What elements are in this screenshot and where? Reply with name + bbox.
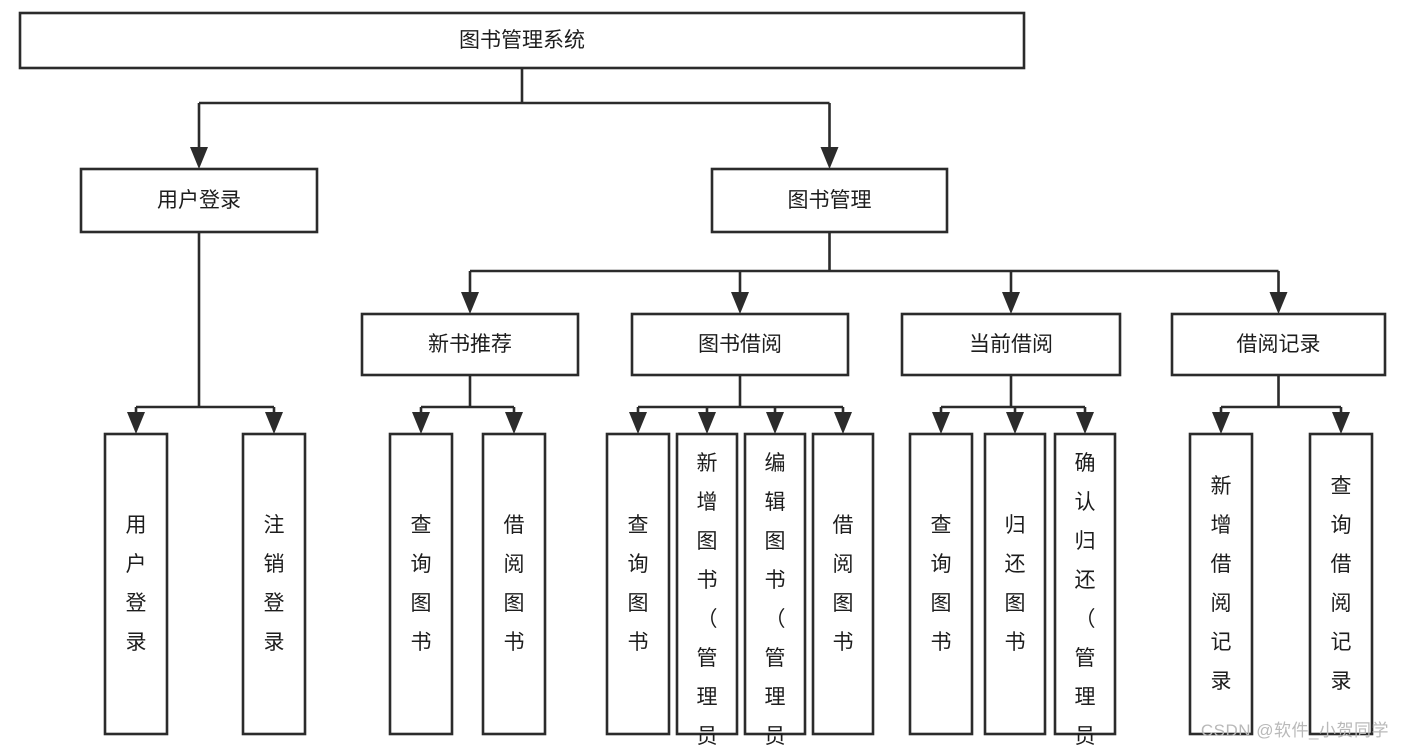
arrow-icon-leaf-query-book-1 [412, 412, 430, 434]
node-leaf-logout[interactable]: 注销登录 [241, 432, 307, 736]
node-box-current-borrow [900, 312, 1122, 377]
node-box-leaf-borrow-book-1 [481, 432, 547, 736]
node-label-leaf-edit-book: 编辑图书（管理员） [765, 452, 786, 747]
arrow-icon-book-manage [820, 147, 839, 169]
node-box-leaf-query-record [1308, 432, 1374, 736]
watermark-text: CSDN @软件_小贺同学 [1200, 721, 1389, 740]
node-leaf-add-record[interactable]: 新增借阅记录 [1188, 432, 1254, 736]
node-box-leaf-user-login [103, 432, 169, 736]
node-label-leaf-query-record: 查询借阅记录 [1331, 475, 1352, 693]
arrow-icon-leaf-query-book-2 [629, 412, 647, 434]
node-label-new-book-rec: 新书推荐 [428, 333, 512, 356]
node-box-borrow-record [1170, 312, 1387, 377]
node-box-leaf-return-book [983, 432, 1047, 736]
arrow-icon-new-book-rec [461, 292, 479, 314]
node-label-book-borrow: 图书借阅 [698, 333, 782, 356]
node-borrow-record[interactable]: 借阅记录 [1170, 312, 1387, 377]
arrow-icon-user-login [190, 147, 208, 169]
arrow-icon-leaf-borrow-book-1 [505, 412, 523, 434]
node-box-root [18, 11, 1026, 70]
node-book-manage[interactable]: 图书管理 [710, 167, 949, 234]
node-box-leaf-borrow-book-2 [811, 432, 875, 736]
node-label-leaf-return-book: 归还图书 [1005, 514, 1026, 654]
node-root[interactable]: 图书管理系统 [18, 11, 1026, 70]
connector-layer [127, 68, 1350, 434]
arrow-icon-leaf-edit-book [766, 412, 784, 434]
node-box-leaf-query-book-2 [605, 432, 671, 736]
arrow-icon-leaf-query-book-3 [932, 412, 950, 434]
node-book-borrow[interactable]: 图书借阅 [630, 312, 850, 377]
node-leaf-borrow-book-1[interactable]: 借阅图书 [481, 432, 547, 736]
node-leaf-confirm-return[interactable]: 确认归还（管理员） [1053, 432, 1117, 747]
node-leaf-borrow-book-2[interactable]: 借阅图书 [811, 432, 875, 736]
node-label-book-manage: 图书管理 [788, 189, 872, 212]
node-label-leaf-add-book: 新增图书（管理员） [697, 452, 718, 747]
node-layer: 图书管理系统用户登录图书管理新书推荐图书借阅当前借阅借阅记录用户登录注销登录查询… [18, 11, 1387, 747]
node-label-leaf-query-book-2: 查询图书 [628, 514, 649, 654]
arrow-icon-current-borrow [1002, 292, 1020, 314]
node-label-leaf-logout: 注销登录 [264, 514, 285, 654]
node-box-leaf-query-book-1 [388, 432, 454, 736]
arrow-icon-leaf-user-login [127, 412, 145, 434]
arrow-icon-leaf-return-book [1006, 412, 1024, 434]
arrow-icon-leaf-add-book [698, 412, 716, 434]
node-leaf-add-book[interactable]: 新增图书（管理员） [675, 432, 739, 747]
node-new-book-rec[interactable]: 新书推荐 [360, 312, 580, 377]
arrow-icon-leaf-logout [265, 412, 283, 434]
node-label-leaf-query-book-1: 查询图书 [411, 514, 432, 654]
node-label-leaf-query-book-3: 查询图书 [931, 514, 952, 654]
arrow-icon-book-borrow [731, 292, 749, 314]
node-box-leaf-edit-book [743, 432, 807, 736]
arrow-icon-leaf-borrow-book-2 [834, 412, 852, 434]
node-box-leaf-logout [241, 432, 307, 736]
node-box-leaf-add-record [1188, 432, 1254, 736]
node-box-leaf-query-book-3 [908, 432, 974, 736]
node-box-new-book-rec [360, 312, 580, 377]
node-box-leaf-add-book [675, 432, 739, 736]
arrow-icon-leaf-add-record [1212, 412, 1230, 434]
node-leaf-query-book-2[interactable]: 查询图书 [605, 432, 671, 736]
node-label-borrow-record: 借阅记录 [1237, 333, 1321, 356]
node-label-leaf-confirm-return: 确认归还（管理员） [1075, 452, 1096, 747]
node-label-leaf-add-record: 新增借阅记录 [1211, 475, 1232, 693]
node-box-user-login [79, 167, 319, 234]
node-leaf-user-login[interactable]: 用户登录 [103, 432, 169, 736]
node-leaf-return-book[interactable]: 归还图书 [983, 432, 1047, 736]
node-leaf-edit-book[interactable]: 编辑图书（管理员） [743, 432, 807, 747]
arrow-icon-leaf-query-record [1332, 412, 1350, 434]
node-leaf-query-record[interactable]: 查询借阅记录 [1308, 432, 1374, 736]
node-box-book-manage [710, 167, 949, 234]
node-box-leaf-confirm-return [1053, 432, 1117, 736]
node-leaf-query-book-3[interactable]: 查询图书 [908, 432, 974, 736]
arrow-icon-borrow-record [1269, 292, 1288, 314]
node-label-user-login: 用户登录 [157, 189, 241, 212]
node-user-login[interactable]: 用户登录 [79, 167, 319, 234]
node-current-borrow[interactable]: 当前借阅 [900, 312, 1122, 377]
node-label-leaf-borrow-book-1: 借阅图书 [504, 514, 525, 654]
node-box-book-borrow [630, 312, 850, 377]
arrow-icon-leaf-confirm-return [1076, 412, 1094, 434]
node-label-leaf-user-login: 用户登录 [126, 514, 147, 654]
node-label-leaf-borrow-book-2: 借阅图书 [833, 514, 854, 654]
node-label-current-borrow: 当前借阅 [969, 333, 1053, 356]
node-label-root: 图书管理系统 [459, 29, 585, 52]
node-leaf-query-book-1[interactable]: 查询图书 [388, 432, 454, 736]
